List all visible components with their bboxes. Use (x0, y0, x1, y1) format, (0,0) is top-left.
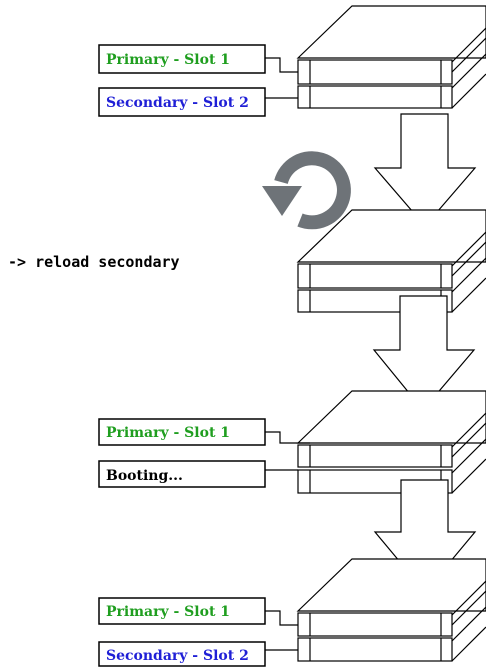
label-primary-stage-1: Primary - Slot 1 (98, 44, 298, 74)
reload-command-text: -> reload secondary (8, 253, 180, 271)
reload-icon (262, 151, 351, 230)
primary-label-text: Primary - Slot 1 (106, 604, 230, 620)
secondary-label-text: Secondary - Slot 2 (106, 95, 249, 111)
label-secondary-stage-1: Secondary - Slot 2 (98, 87, 298, 117)
chassis-stage-1 (296, 5, 486, 109)
down-arrow-2 (372, 295, 476, 411)
label-primary-stage-3: Primary - Slot 1 (98, 418, 310, 446)
chassis-stage-2 (296, 209, 486, 313)
primary-label-text: Primary - Slot 1 (106, 52, 230, 68)
chassis-stage-4 (296, 558, 486, 662)
secondary-label-text: Secondary - Slot 2 (106, 648, 249, 664)
label-primary-stage-4: Primary - Slot 1 (98, 597, 298, 626)
primary-label-text: Primary - Slot 1 (106, 425, 230, 441)
booting-label-text: Booting... (106, 468, 183, 484)
label-secondary-stage-4: Secondary - Slot 2 (98, 641, 298, 667)
label-booting-stage-3: Booting... (98, 460, 298, 488)
down-arrow-1 (373, 113, 477, 227)
chassis-stage-3 (296, 390, 486, 494)
